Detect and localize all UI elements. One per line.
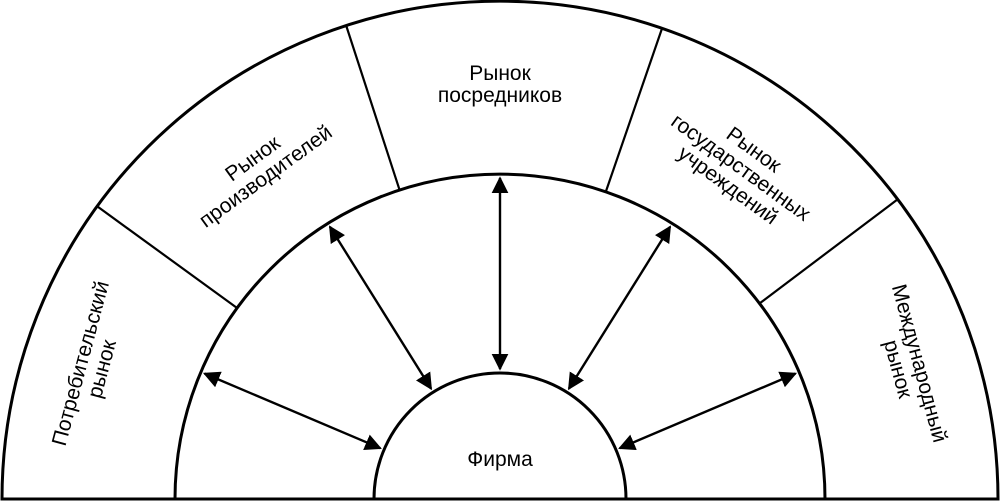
- connection-arrows: [202, 176, 798, 451]
- segment-divider-3: [604, 27, 664, 193]
- arrow-government: [567, 225, 672, 391]
- segment-label-line: Рынок: [469, 62, 531, 85]
- center-label-firm: Фирма: [467, 448, 533, 471]
- segment-label-line: посредников: [438, 84, 562, 107]
- segment-dividers: [96, 25, 899, 309]
- inner-circle: [372, 371, 628, 500]
- segment-divider-2: [345, 25, 401, 191]
- middle-ring: [173, 172, 827, 500]
- arrow-consumer: [202, 371, 382, 451]
- segment-divider-4: [758, 198, 899, 305]
- arrow-producers: [328, 225, 433, 391]
- arrow-international: [618, 371, 798, 451]
- segment-divider-1: [96, 205, 238, 309]
